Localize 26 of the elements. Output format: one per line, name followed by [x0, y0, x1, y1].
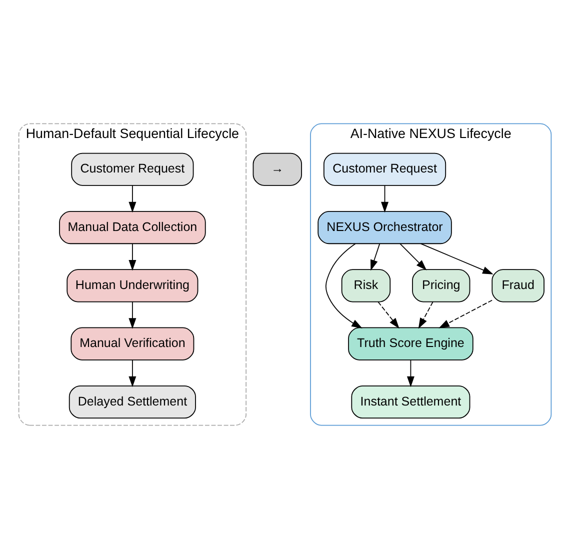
arrow	[370, 243, 380, 271]
arrow	[128, 243, 136, 271]
arrow	[325, 243, 362, 328]
node-box: Customer Request	[323, 152, 446, 186]
node-box: Truth Score Engine	[348, 327, 474, 360]
arrow	[438, 300, 493, 328]
arrow	[420, 243, 494, 274]
arrow	[128, 360, 136, 388]
node-box: Human Underwriting	[66, 269, 198, 302]
node-box: Instant Settlement	[351, 385, 470, 419]
node-box: Manual Data Collection	[59, 210, 206, 244]
node-box: Risk	[341, 269, 391, 302]
node-box: Customer Request	[71, 152, 194, 186]
node-box: Fraud	[492, 269, 544, 302]
node-box: NEXUS Orchestrator	[318, 210, 452, 244]
node-box: →	[252, 152, 302, 186]
arrow	[406, 360, 414, 388]
arrow	[418, 302, 434, 329]
arrow	[400, 243, 427, 270]
arrow	[378, 302, 400, 329]
arrow	[128, 302, 136, 329]
node-box: Delayed Settlement	[68, 385, 196, 419]
arrow	[381, 185, 389, 213]
node-box: Pricing	[412, 269, 470, 302]
arrow	[128, 185, 136, 213]
node-box: Manual Verification	[70, 327, 194, 360]
